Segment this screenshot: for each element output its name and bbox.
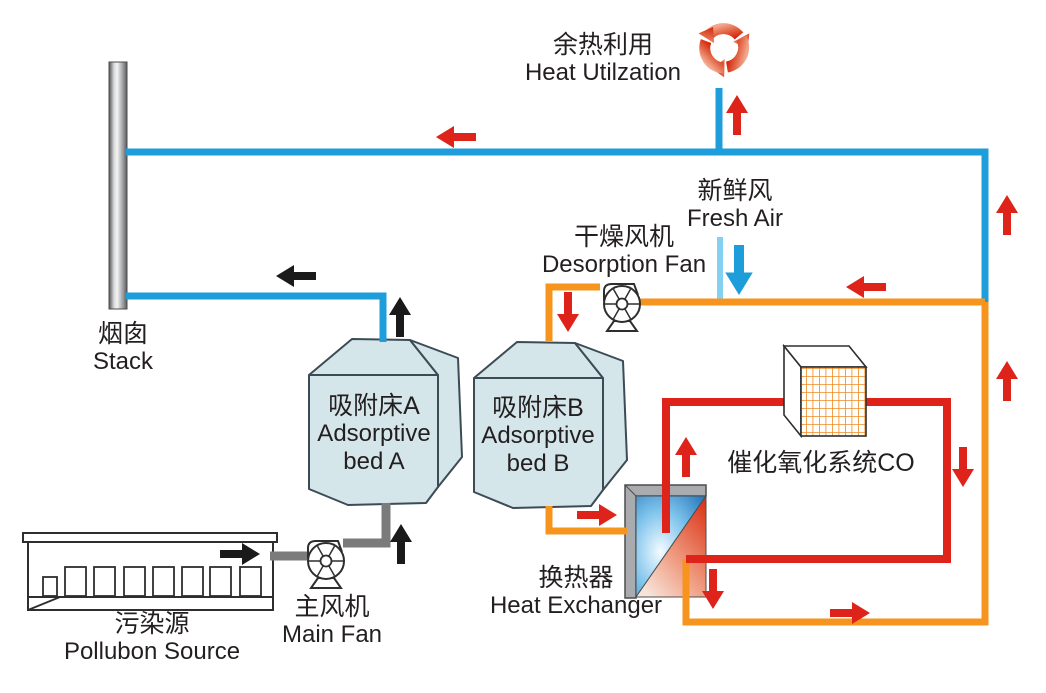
heat-exchanger-en: Heat Exchanger [489, 592, 663, 619]
bed-a-en2: bed A [343, 448, 405, 475]
pipe-bed-a-to-stack [126, 292, 387, 342]
main-fan-en: Main Fan [281, 621, 383, 648]
pollution-source-zh: 污染源 [114, 610, 190, 638]
bed-b-en2: bed B [506, 450, 570, 477]
label-desorption-fan: 干燥风机 Desorption Fan [542, 223, 706, 279]
pipe-bed-b-to-heat-exchanger [545, 506, 627, 535]
arrow-bed-a-exhaust-left [276, 265, 316, 287]
label-heat-utilization: 余热利用 Heat Utilzation [525, 31, 681, 87]
adsorptive-bed-a-shape [308, 338, 463, 506]
pipe-main-fan-to-bed-a [343, 503, 391, 548]
label-main-fan: 主风机 Main Fan [282, 593, 382, 649]
arrow-recirculation-left [846, 276, 886, 298]
stack-zh: 烟囱 [97, 320, 148, 348]
stack-icon [108, 61, 128, 310]
desorption-fan-zh: 干燥风机 [573, 223, 674, 251]
pipe-catalytic-loop [662, 398, 951, 563]
arrow-fan-to-bed-b-down [557, 292, 579, 332]
catalyst-cube-icon [782, 343, 868, 439]
main-fan-icon [307, 540, 345, 589]
factory-building-icon [22, 532, 278, 611]
arrow-bed-b-out-right [577, 504, 617, 526]
stack-en: Stack [92, 348, 154, 375]
arrow-recirculation-up [996, 361, 1018, 401]
arrow-bed-a-in-up [389, 297, 411, 337]
label-pollution-source: 污染源 Pollubon Source [64, 610, 240, 666]
arrow-right-blue-up [996, 195, 1018, 235]
pipe-fan-to-bed-b [545, 283, 600, 341]
desorption-fan-icon [603, 283, 641, 332]
arrow-main-fan-up [390, 524, 412, 564]
main-fan-zh: 主风机 [294, 593, 370, 621]
bed-b-zh: 吸附床B [492, 394, 584, 422]
heat-utilization-en: Heat Utilzation [524, 59, 682, 86]
bed-b-en1: Adsorptive [481, 422, 595, 449]
adsorptive-bed-b-shape [473, 341, 628, 509]
recycle-icon [695, 26, 750, 80]
pipe-stack-top-line [126, 148, 989, 302]
label-catalytic-oxidation: 催化氧化系统CO [727, 449, 915, 477]
label-bed-b: 吸附床B Adsorptive bed B [481, 394, 594, 478]
label-stack: 烟囱 Stack [93, 320, 153, 376]
fresh-air-en: Fresh Air [686, 205, 784, 232]
arrow-heat-utilization-up [726, 95, 748, 135]
arrow-oxidizer-return-down [952, 447, 974, 487]
arrow-top-line-left [436, 126, 476, 148]
arrow-hx-to-oxidizer-up [675, 437, 697, 477]
heat-exchanger-zh: 换热器 [538, 564, 614, 592]
catalytic-oxidation-zh: 催化氧化系统CO [727, 449, 915, 477]
desorption-fan-en: Desorption Fan [541, 251, 707, 278]
heat-utilization-zh: 余热利用 [552, 31, 654, 59]
pipe-heat-exchanger-out [682, 302, 989, 626]
pollution-source-en: Pollubon Source [63, 638, 241, 665]
label-heat-exchanger: 换热器 Heat Exchanger [490, 564, 662, 620]
label-bed-a: 吸附床A Adsorptive bed A [317, 392, 430, 476]
heat-exchanger-icon [624, 484, 707, 599]
label-fresh-air: 新鲜风 Fresh Air [687, 177, 783, 233]
bed-a-zh: 吸附床A [328, 392, 420, 420]
fresh-air-zh: 新鲜风 [697, 177, 773, 205]
bed-a-en1: Adsorptive [317, 420, 431, 447]
arrow-fresh-air-down [725, 245, 753, 295]
